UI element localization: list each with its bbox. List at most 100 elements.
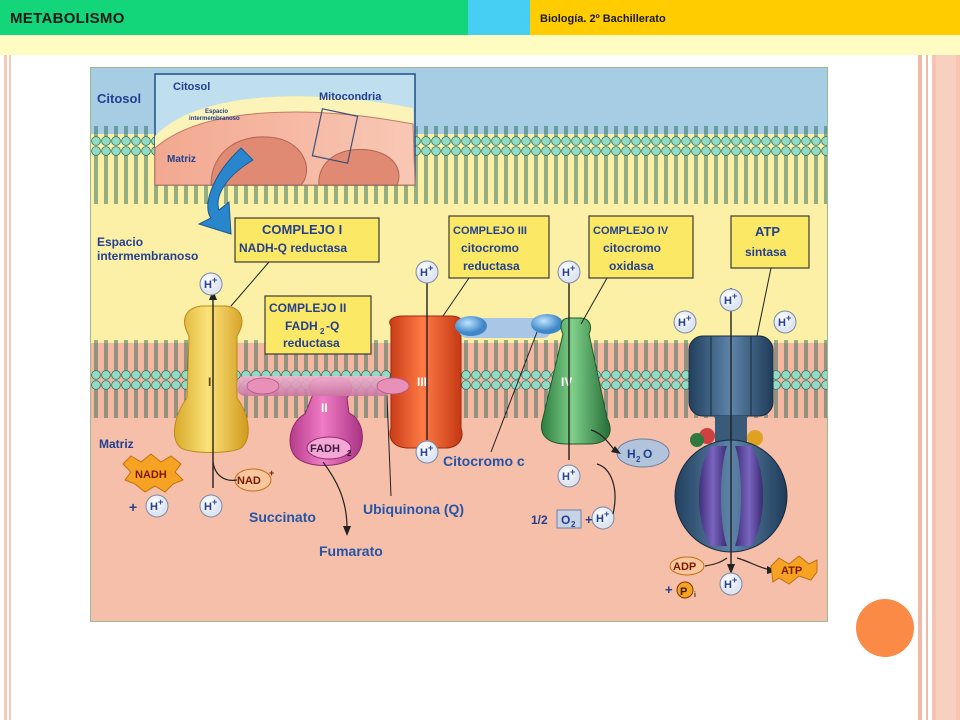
svg-text:+: +: [570, 263, 575, 273]
svg-text:+: +: [604, 509, 609, 519]
svg-text:ATP: ATP: [755, 224, 780, 239]
slide-header: METABOLISMO Biología. 2º Bachillerato: [0, 0, 960, 35]
svg-text:P: P: [680, 586, 687, 598]
complex-1: I: [173, 290, 249, 488]
svg-text:H: H: [596, 513, 604, 525]
svg-text:H: H: [562, 471, 570, 483]
left-rail: [4, 55, 7, 720]
svg-text:+: +: [686, 313, 691, 323]
adp-molecule: ADP + P i: [665, 556, 705, 599]
svg-text:O: O: [561, 513, 570, 527]
svg-text:Mitocondria: Mitocondria: [319, 91, 382, 103]
svg-text:-Q: -Q: [326, 319, 339, 333]
region-label-intermembrane: Espacio: [97, 235, 143, 249]
svg-text:H: H: [562, 267, 570, 279]
svg-text:i: i: [694, 592, 696, 599]
svg-text:NADH-Q reductasa: NADH-Q reductasa: [239, 241, 347, 255]
svg-text:H: H: [724, 579, 732, 591]
header-cyan-block: [468, 0, 530, 35]
svg-text:H: H: [150, 501, 158, 513]
svg-text:citocromo: citocromo: [461, 241, 519, 255]
oxygen-molecule: 1/2 O 2 +: [531, 509, 593, 529]
svg-text:+: +: [158, 497, 163, 507]
svg-text:1/2: 1/2: [531, 513, 548, 527]
label-complex-1: COMPLEJO I NADH-Q reductasa: [230, 217, 380, 307]
complex-2: II FADH 2: [289, 377, 363, 466]
header-yellow-block: [530, 0, 960, 35]
region-label-cytosol: Citosol: [97, 91, 141, 106]
plus-sign-nadh: +: [129, 499, 137, 515]
svg-text:+: +: [428, 443, 433, 453]
svg-text:COMPLEJO I: COMPLEJO I: [262, 222, 342, 237]
svg-text:II: II: [321, 401, 328, 415]
label-complex-3: COMPLEJO III citocromo reductasa: [442, 215, 550, 317]
svg-text:FADH: FADH: [285, 319, 318, 333]
svg-text:H: H: [678, 317, 686, 329]
svg-text:COMPLEJO IV: COMPLEJO IV: [593, 225, 669, 237]
svg-text:oxidasa: oxidasa: [609, 259, 654, 273]
fadh2-label: FADH: [310, 443, 340, 455]
svg-text:reductasa: reductasa: [463, 259, 520, 273]
svg-text:+: +: [212, 497, 217, 507]
svg-text:H: H: [778, 317, 786, 329]
svg-text:H: H: [627, 447, 636, 461]
cytochrome-c-pathway: [455, 314, 563, 338]
svg-text:+: +: [269, 468, 274, 478]
decorative-orange-circle: [856, 599, 914, 657]
header-band: [0, 35, 960, 55]
svg-text:H: H: [420, 267, 428, 279]
svg-text:+: +: [732, 575, 737, 585]
inset-mitochondrion: Citosol Mitocondria Espacio intermembran…: [154, 73, 416, 235]
slide-subtitle: Biología. 2º Bachillerato: [540, 13, 666, 25]
succinate-label: Succinato: [249, 509, 316, 525]
svg-text:2: 2: [320, 327, 325, 336]
svg-text:NAD: NAD: [237, 475, 261, 487]
nadh-badge: NADH: [122, 453, 184, 493]
svg-text:+: +: [665, 582, 673, 597]
svg-text:I: I: [208, 375, 211, 389]
svg-text:+: +: [732, 291, 737, 301]
complex-3: III: [389, 272, 464, 449]
svg-text:reductasa: reductasa: [283, 336, 340, 350]
svg-text:+: +: [212, 275, 217, 285]
svg-text:+: +: [585, 512, 593, 527]
left-rail-thin: [9, 55, 11, 720]
svg-text:intermembranoso: intermembranoso: [189, 116, 240, 122]
svg-text:ATP: ATP: [781, 565, 802, 577]
svg-text:Espacio: Espacio: [205, 109, 228, 115]
svg-text:ADP: ADP: [673, 561, 696, 573]
label-complex-4: COMPLEJO IV citocromo oxidasa: [580, 215, 694, 325]
right-rail-thin: [926, 55, 928, 720]
svg-text:citocromo: citocromo: [603, 241, 661, 255]
ubiquinone-label: Ubiquinona (Q): [363, 501, 464, 517]
svg-text:+: +: [428, 263, 433, 273]
svg-text:H: H: [724, 295, 732, 307]
svg-text:COMPLEJO II: COMPLEJO II: [269, 301, 346, 315]
svg-text:IV: IV: [561, 375, 572, 389]
electron-transport-chain-figure: Citosol Mitocondria Espacio intermembran…: [90, 67, 828, 622]
h-plus-ions: H+ H+ H+ H+ H+ H+ H+ H+ H+ H+ H+ H+: [145, 260, 797, 596]
water-molecule: H 2 O: [616, 438, 670, 468]
right-rail: [918, 55, 922, 720]
cytochrome-c-label: Citocromo c: [443, 453, 525, 469]
header-green-block: [0, 0, 468, 35]
svg-text:H: H: [204, 501, 212, 513]
fumarate-label: Fumarato: [319, 543, 383, 559]
label-atp-synthase: ATP sintasa: [730, 215, 810, 337]
complex-4: IV: [541, 272, 611, 460]
svg-text:O: O: [643, 447, 652, 461]
svg-text:NADH: NADH: [135, 469, 167, 481]
label-complex-2: COMPLEJO II FADH 2 -Q reductasa: [264, 295, 372, 355]
svg-text:2: 2: [571, 520, 576, 529]
region-label-matrix: Matriz: [99, 437, 134, 451]
svg-text:+: +: [786, 313, 791, 323]
svg-text:H: H: [204, 279, 212, 291]
svg-text:2: 2: [636, 455, 641, 464]
svg-text:2: 2: [347, 449, 352, 458]
region-label-intermembrane-2: intermembranoso: [97, 249, 198, 263]
atp-synthase: [674, 288, 788, 574]
svg-text:Citosol: Citosol: [173, 81, 210, 93]
ubiquinone-pathway: [237, 376, 410, 396]
right-rail-inner: [936, 55, 956, 720]
svg-text:+: +: [570, 467, 575, 477]
